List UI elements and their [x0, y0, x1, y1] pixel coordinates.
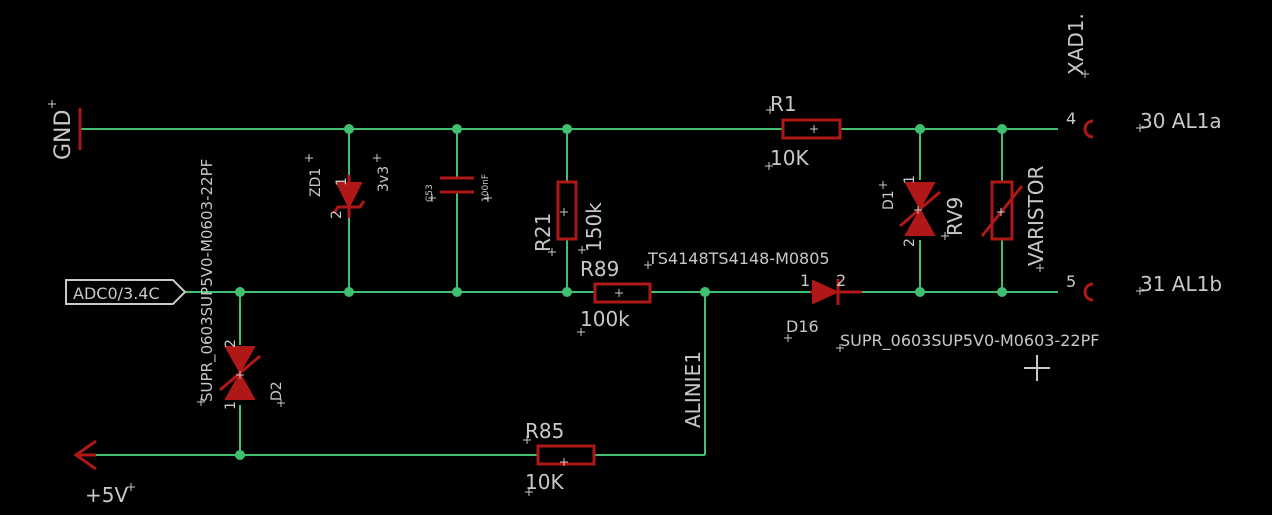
d1-pin1: 1: [902, 175, 918, 184]
varistor-rv9[interactable]: RV9 VARISTOR: [943, 165, 1048, 266]
vcc-label: +5V: [85, 483, 128, 507]
zd1-pin1: 1: [334, 177, 350, 186]
adc-label-text: ADC0/3.4C: [73, 284, 160, 303]
resistor-r1[interactable]: R1 10K: [770, 92, 842, 170]
d2-pin2: 2: [223, 339, 239, 348]
connector-name: XAD1.: [1064, 13, 1088, 75]
r21-value: 150k: [582, 202, 606, 252]
d2-value: SUPR_0603SUP5V0-M0603-22PF: [198, 159, 217, 402]
r1-name: R1: [770, 92, 797, 116]
adc-net-label[interactable]: ADC0/3.4C: [65, 279, 187, 305]
r85-name: R85: [525, 419, 564, 443]
junction: [235, 287, 245, 297]
d16-value: TS4148TS4148-M0805: [647, 249, 830, 268]
resistor-r21[interactable]: R21 150k: [531, 180, 606, 252]
connector-pin5-label: 31 AL1b: [1140, 272, 1222, 296]
tvs-diode-d2[interactable]: D2 2 1 SUPR_0603SUP5V0-M0603-22PF: [198, 159, 285, 410]
zd1-name: ZD1: [308, 168, 324, 197]
c53-value: 100nF: [481, 174, 491, 202]
resistor-r85[interactable]: R85 10K: [525, 419, 596, 494]
connector-pin5-number: 5: [1066, 272, 1076, 291]
connector-pin4-number: 4: [1066, 109, 1076, 128]
r89-value: 100k: [580, 307, 630, 331]
alinie-label: ALINIE1: [681, 351, 705, 428]
origin-markers: [48, 70, 1144, 496]
r1-value: 10K: [770, 146, 809, 170]
r85-value: 10K: [525, 470, 564, 494]
junction: [344, 124, 354, 134]
junction: [562, 124, 572, 134]
rv9-name: RV9: [943, 197, 967, 236]
tvs-diode-d1[interactable]: D1 1 2: [881, 175, 941, 247]
r21-name: R21: [531, 213, 555, 252]
gnd-symbol[interactable]: GND: [51, 108, 82, 160]
d16-pin1: 1: [800, 271, 810, 290]
capacitor-c53[interactable]: C53 100nF: [425, 174, 491, 202]
d1-value: SUPR_0603SUP5V0-M0603-22PF: [840, 331, 1099, 351]
gnd-label: GND: [51, 110, 76, 160]
diode-d16[interactable]: 1 2 TS4148TS4148-M0805 D16: [647, 249, 862, 336]
d2-name: D2: [269, 381, 285, 401]
zener-zd1[interactable]: ZD1 3v3 1 2: [308, 166, 392, 219]
junction: [344, 287, 354, 297]
d16-pin2: 2: [836, 271, 846, 290]
junction: [997, 124, 1007, 134]
connector-xad1[interactable]: XAD1. 4 5 30 AL1a 31 AL1b: [1064, 13, 1222, 302]
zd1-pin2: 2: [329, 210, 345, 219]
junction: [562, 287, 572, 297]
zd1-value: 3v3: [376, 166, 392, 192]
junction: [235, 450, 245, 460]
resistor-r89[interactable]: R89 100k: [580, 257, 652, 331]
wires: [80, 128, 1058, 456]
d2-pin1: 1: [223, 401, 239, 410]
junction: [452, 287, 462, 297]
d1-pin2: 2: [902, 238, 918, 247]
junction: [915, 124, 925, 134]
d1-name: D1: [881, 190, 897, 210]
junction: [700, 287, 710, 297]
r89-name: R89: [580, 257, 619, 281]
junction: [915, 287, 925, 297]
crosshair-cursor-icon: [1024, 355, 1050, 381]
connector-pin4-label: 30 AL1a: [1140, 109, 1222, 133]
c53-name: C53: [425, 184, 435, 202]
junction: [452, 124, 462, 134]
d16-name: D16: [786, 317, 819, 336]
rv9-value: VARISTOR: [1024, 165, 1048, 266]
vcc-symbol[interactable]: +5V: [73, 439, 128, 507]
junctions: [235, 124, 1007, 460]
junction: [997, 287, 1007, 297]
